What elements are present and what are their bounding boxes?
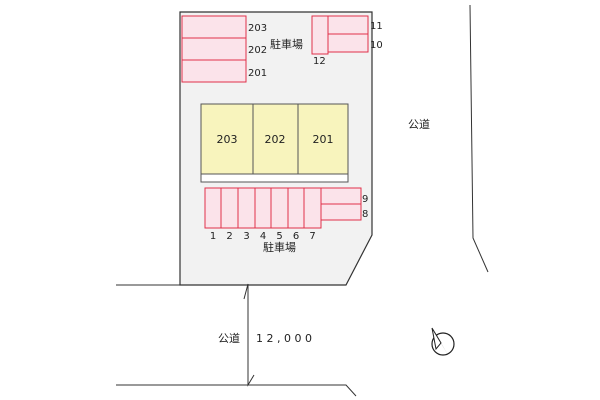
parking-stall-11	[327, 15, 369, 35]
parking-stall-3	[237, 187, 256, 229]
road-edge-east	[469, 4, 489, 273]
building-label-201: 201	[313, 133, 334, 146]
parking-label-5: 5	[276, 231, 282, 242]
public-road-east-label: 公道	[408, 117, 430, 131]
parking-label-203: 203	[248, 23, 267, 34]
parking-label-8: 8	[362, 209, 368, 220]
parking-block-bottom-right: 9 8	[320, 187, 368, 221]
north-arrow-icon	[431, 327, 455, 356]
parking-stall-12	[311, 15, 329, 55]
parking-label-10: 10	[370, 40, 383, 51]
public-road-south-label: 公道	[218, 331, 240, 345]
parking-label-11: 11	[370, 21, 383, 32]
parking-label-6: 6	[293, 231, 299, 242]
parking-stall-8	[320, 203, 362, 221]
parking-label-12: 12	[313, 56, 326, 67]
parking-stall-4	[254, 187, 272, 229]
road-width-label: 12,000	[256, 332, 316, 345]
building-unit-201	[297, 103, 349, 175]
building-label-203: 203	[217, 133, 238, 146]
parking-label-201: 201	[248, 68, 267, 79]
building-unit-203	[200, 103, 254, 175]
building-label-202: 202	[265, 133, 286, 146]
parking-stall-7	[303, 187, 322, 229]
parking-label-202: 202	[248, 45, 267, 56]
parking-stall-201	[181, 59, 247, 83]
parking-stall-10	[327, 33, 369, 53]
building-balcony	[200, 173, 349, 183]
parking-block-top-right: 11 10 12	[311, 15, 383, 67]
road-edge-south-bottom	[116, 384, 357, 397]
parking-label-3: 3	[243, 231, 249, 242]
parking-stall-203	[181, 15, 247, 39]
parking-stall-6	[287, 187, 305, 229]
building-block: 203 202 201	[200, 103, 349, 183]
parking-block-top-left: 203 202 201	[181, 15, 267, 83]
parking-lot-label-lower: 駐車場	[263, 240, 296, 254]
parking-stall-202	[181, 37, 247, 61]
parking-label-4: 4	[260, 231, 266, 242]
parking-label-2: 2	[226, 231, 232, 242]
parking-stall-5	[270, 187, 289, 229]
parking-lot-label-upper: 駐車場	[270, 37, 303, 51]
building-unit-202	[252, 103, 299, 175]
parking-stall-1	[204, 187, 222, 229]
parking-stall-2	[220, 187, 239, 229]
road-dimension-line	[243, 283, 255, 387]
parking-label-1: 1	[210, 231, 216, 242]
parking-label-9: 9	[362, 194, 368, 205]
parking-label-7: 7	[309, 231, 315, 242]
parking-stall-9	[320, 187, 362, 205]
